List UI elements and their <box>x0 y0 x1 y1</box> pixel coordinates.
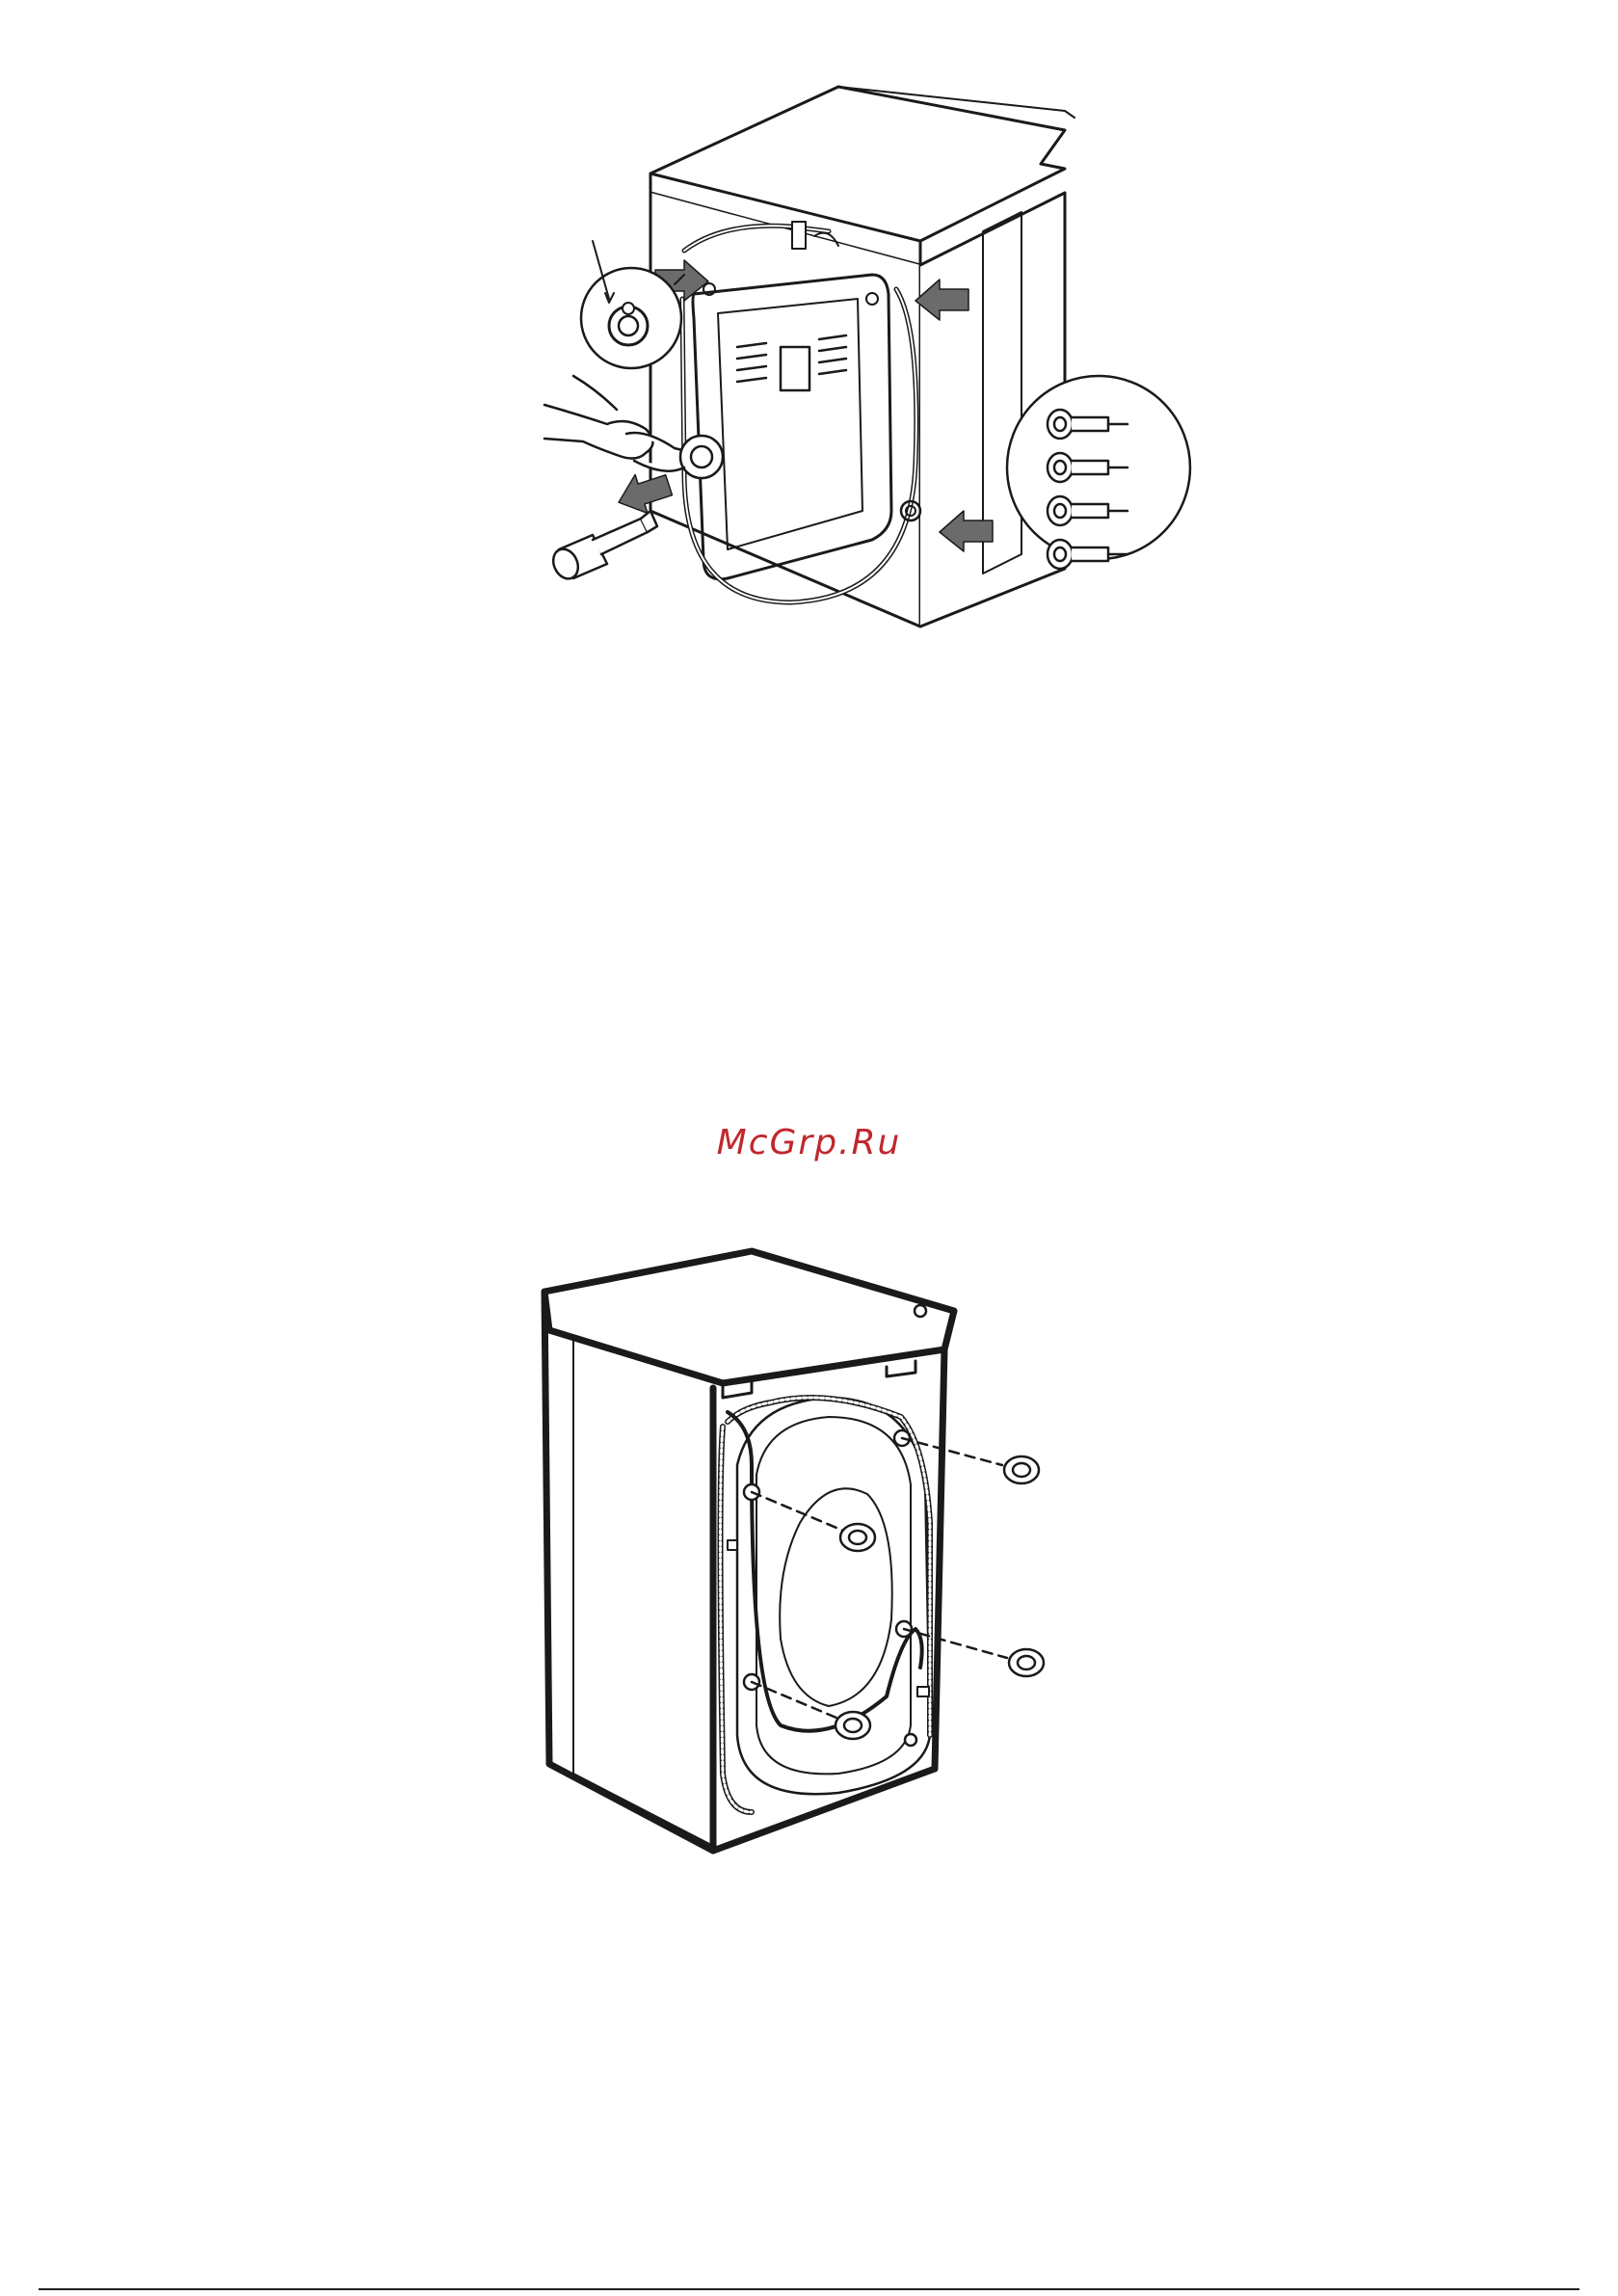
washing-machine-rear-icon <box>540 58 1195 684</box>
watermark: McGrp.Ru <box>0 1123 1618 1162</box>
footer-rule <box>39 2288 1579 2290</box>
transit-bolt-icon <box>548 511 657 583</box>
transit-bolt-removal-figure <box>540 58 1195 684</box>
hole-caps-figure <box>520 1234 1060 1851</box>
washing-machine-rear-icon <box>520 1234 1060 1851</box>
